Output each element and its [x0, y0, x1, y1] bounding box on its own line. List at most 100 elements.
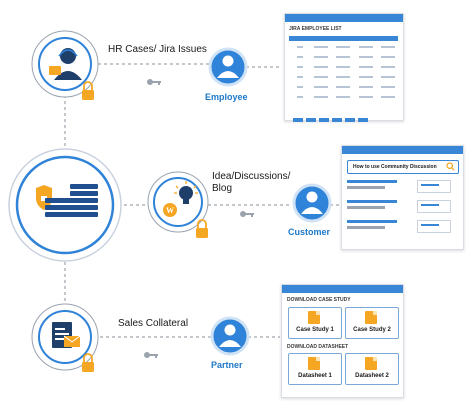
idea-node-label-line1: Idea/Discussions/	[212, 171, 291, 182]
datasheet-1-label: Datasheet 1	[298, 373, 332, 379]
table-cell	[336, 86, 350, 88]
key-icons	[144, 79, 254, 358]
datasheet-2-label: Datasheet 2	[355, 373, 389, 379]
jira-pagination	[293, 109, 368, 127]
sales-node	[31, 303, 99, 372]
panel-header-bar	[285, 14, 403, 22]
table-cell	[314, 46, 328, 48]
document-icon	[52, 322, 81, 348]
table-cell	[314, 66, 328, 68]
table-cell	[359, 96, 373, 98]
svg-text:W: W	[166, 206, 174, 215]
table-row	[289, 95, 398, 100]
table-cell	[381, 86, 395, 88]
table-cell	[336, 66, 350, 68]
community-post-list	[347, 180, 457, 240]
customer-label: Customer	[288, 227, 331, 237]
document-icon	[365, 357, 377, 370]
table-cell	[297, 86, 303, 88]
document-icon	[365, 311, 377, 324]
table-cell	[336, 96, 350, 98]
lock-icon	[196, 219, 208, 238]
table-cell	[314, 86, 328, 88]
table-cell	[381, 76, 395, 78]
wordpress-icon: W	[163, 203, 177, 217]
sales-node-label: Sales Collateral	[118, 318, 189, 329]
case-study-heading: DOWNLOAD CASE STUDY	[287, 297, 351, 303]
thumbnail-box	[417, 180, 451, 193]
key-icon	[144, 352, 158, 358]
panel-header-bar	[282, 285, 403, 293]
document-icon	[308, 357, 320, 370]
community-discussion-panel: How to use Community Discussion	[341, 145, 464, 250]
downloads-panel: DOWNLOAD CASE STUDY Case Study 1 Case St…	[281, 284, 404, 398]
support-agent-icon	[49, 48, 82, 80]
search-icon	[446, 162, 455, 171]
idea-node: W	[147, 171, 209, 238]
table-cell	[297, 66, 303, 68]
case-study-1-label: Case Study 1	[296, 327, 334, 333]
case-study-2-label: Case Study 2	[353, 327, 391, 333]
lock-icon	[82, 81, 94, 100]
hr-node-label: HR Cases/ Jira Issues	[108, 44, 207, 55]
table-row	[289, 85, 398, 90]
partner-label: Partner	[211, 360, 243, 370]
thumbnail-box	[417, 200, 451, 213]
partner-avatar	[210, 316, 250, 356]
table-cell	[314, 56, 328, 58]
community-post-row	[347, 220, 457, 234]
community-search-input[interactable]: How to use Community Discussion	[347, 160, 459, 174]
table-cell	[381, 66, 395, 68]
lock-icon	[82, 353, 94, 372]
table-row	[289, 75, 398, 80]
jira-employee-list-panel: JIRA EMPLOYEE LIST	[284, 13, 404, 122]
community-post-row	[347, 180, 457, 194]
table-cell	[359, 56, 373, 58]
jira-table-body	[289, 45, 398, 105]
customer-avatar	[292, 183, 332, 223]
key-icon	[240, 211, 254, 217]
jira-panel-title: JIRA EMPLOYEE LIST	[289, 26, 342, 32]
datasheet-2-card[interactable]: Datasheet 2	[345, 353, 399, 385]
lightbulb-icon	[174, 181, 198, 204]
case-study-1-card[interactable]: Case Study 1	[288, 307, 342, 339]
table-cell	[381, 56, 395, 58]
table-cell	[381, 46, 395, 48]
table-cell	[297, 46, 303, 48]
employee-avatar	[208, 47, 248, 87]
central-hub	[8, 148, 122, 262]
table-cell	[336, 46, 350, 48]
table-cell	[336, 76, 350, 78]
idea-node-label-line2: Blog	[212, 183, 233, 194]
thumbnail-box	[417, 220, 451, 233]
table-row	[289, 65, 398, 70]
community-post-row	[347, 200, 457, 214]
idea-node-label: Idea/Discussions/ Blog	[212, 171, 290, 195]
table-row	[289, 45, 398, 50]
table-row	[289, 55, 398, 60]
table-cell	[336, 56, 350, 58]
datasheet-1-card[interactable]: Datasheet 1	[288, 353, 342, 385]
table-cell	[297, 56, 303, 58]
table-cell	[314, 96, 328, 98]
datasheet-heading: DOWNLOAD DATASHEET	[287, 344, 349, 350]
table-cell	[314, 76, 328, 78]
community-search-text: How to use Community Discussion	[353, 164, 437, 170]
case-study-2-card[interactable]: Case Study 2	[345, 307, 399, 339]
table-cell	[359, 86, 373, 88]
key-icon	[147, 79, 161, 85]
connector-lines	[64, 63, 342, 338]
employee-label: Employee	[205, 92, 248, 102]
table-cell	[359, 66, 373, 68]
table-cell	[359, 46, 373, 48]
table-cell	[359, 76, 373, 78]
table-cell	[297, 96, 303, 98]
table-cell	[381, 96, 395, 98]
panel-header-bar	[342, 146, 463, 154]
document-icon	[308, 311, 320, 324]
jira-table-header	[289, 36, 398, 41]
table-cell	[297, 76, 303, 78]
hr-node	[31, 30, 99, 100]
server-stack-icon	[45, 184, 98, 217]
